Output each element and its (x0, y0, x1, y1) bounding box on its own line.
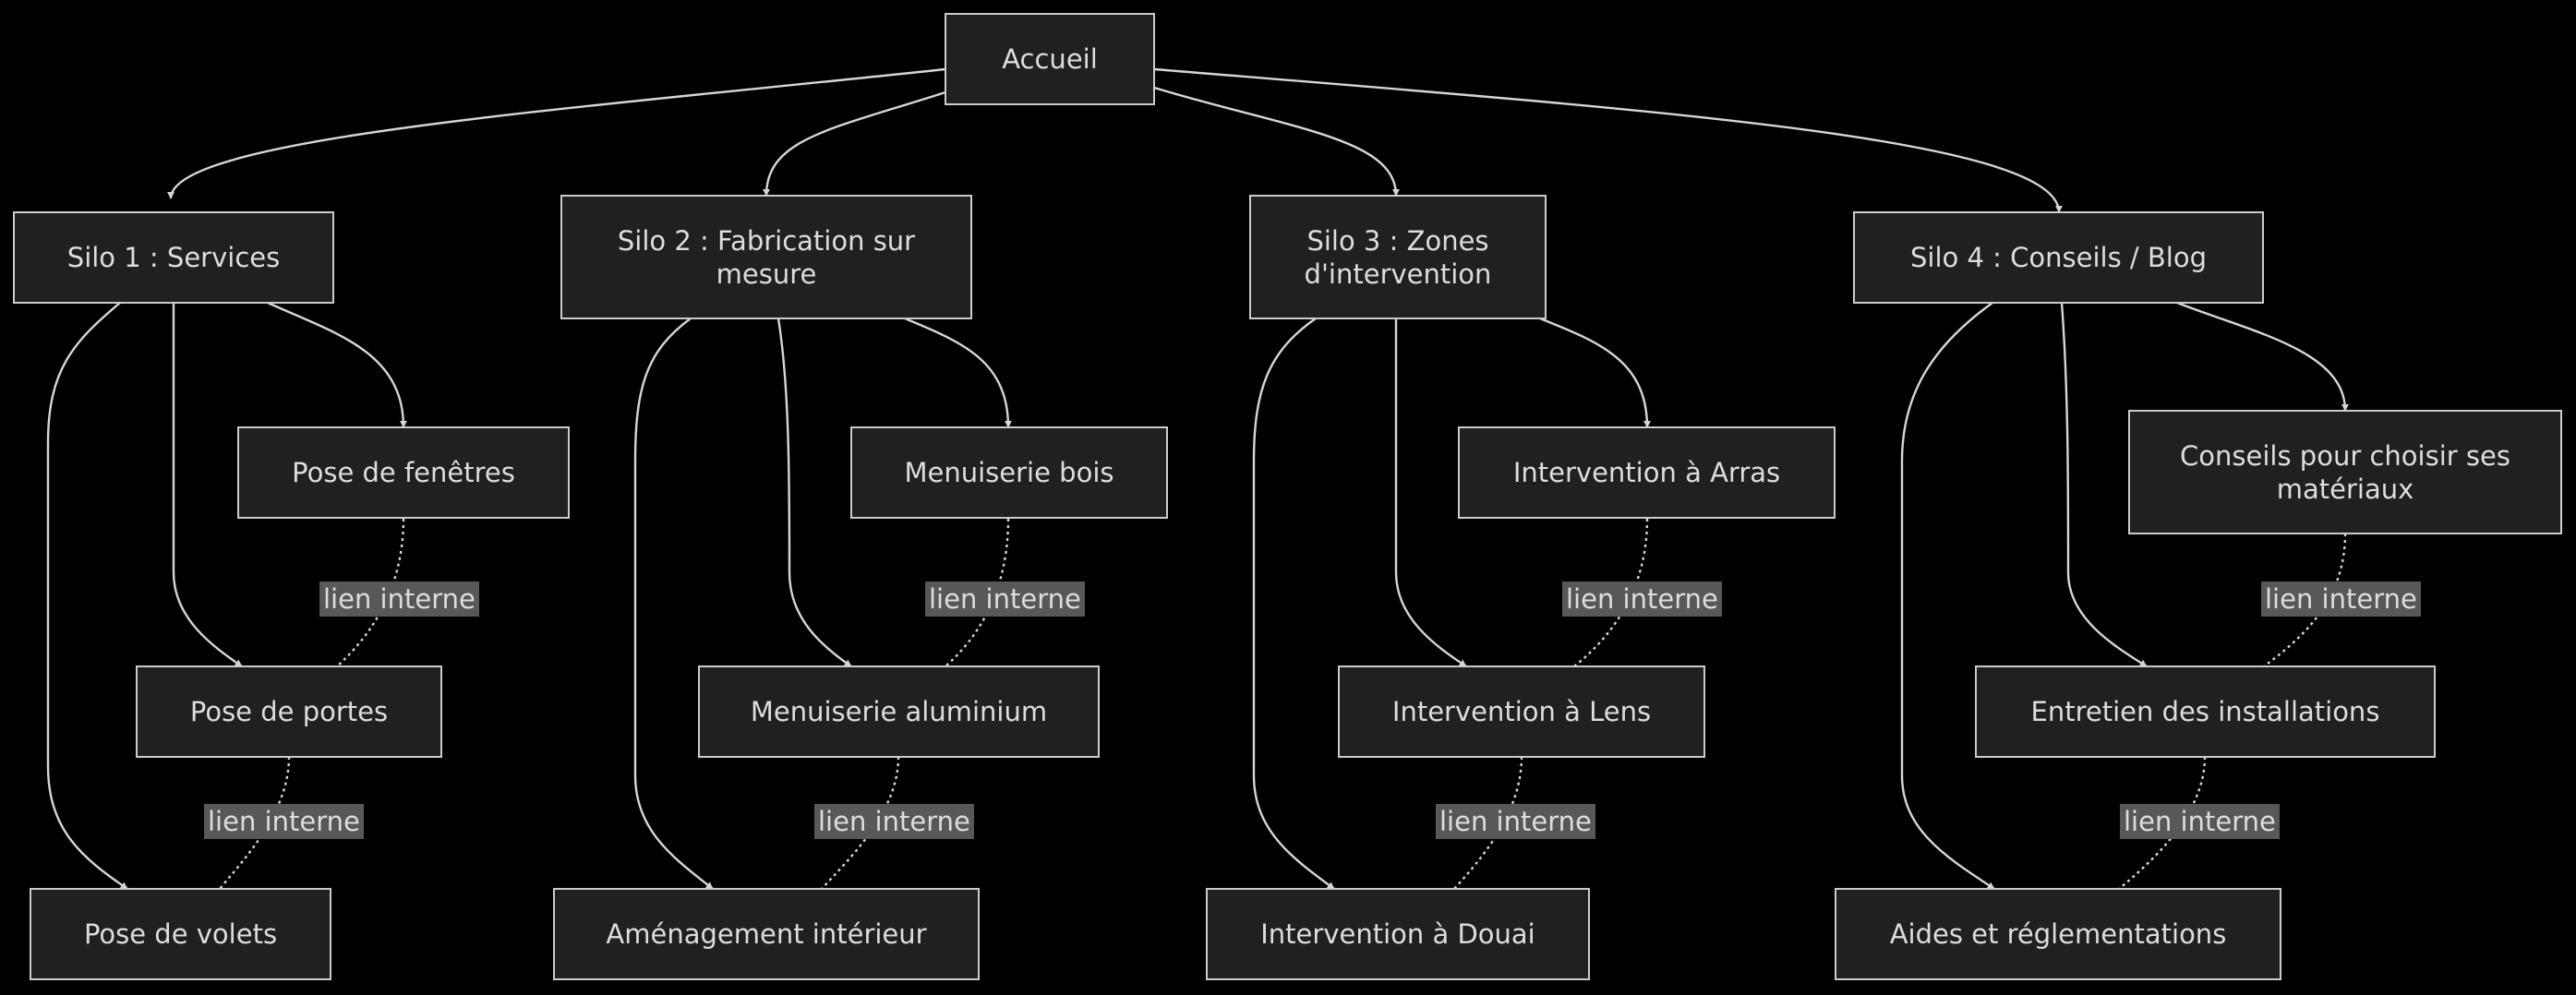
edge-label-portes-volets: lien interne (204, 804, 364, 839)
edge-silo4-entretien (2060, 302, 2148, 668)
node-entretien-installations: Entretien des installations (2030, 696, 2380, 727)
edge-label-entretien-aides: lien interne (2120, 804, 2280, 839)
edge-label-arras-lens: lien interne (1562, 581, 1722, 617)
edge-accueil-silo1 (167, 67, 946, 199)
node-silo1: Silo 1 : Services (66, 242, 281, 273)
node-fenetres-box (237, 426, 570, 519)
node-intervention-douai: Intervention à Douai (1260, 918, 1535, 950)
edge-silo3-arras (1539, 317, 1651, 428)
node-pose-fenetres: Pose de fenêtres (292, 457, 515, 488)
edge-silo4-aides (1900, 302, 1995, 891)
edge-silo2-bois (904, 317, 1012, 428)
edge-silo1-fenetres (267, 301, 407, 428)
node-intervention-arras: Intervention à Arras (1512, 457, 1781, 488)
node-entretien-box (1975, 665, 2436, 758)
node-pose-volets: Pose de volets (83, 918, 278, 950)
edge-silo2-alu (776, 318, 852, 667)
edge-silo4-materiaux (2176, 301, 2349, 412)
node-arras-box (1458, 426, 1836, 519)
node-silo2-box (560, 195, 972, 319)
node-silo2: Silo 2 : Fabrication sur mesure (617, 224, 916, 290)
node-intervention-lens: Intervention à Lens (1391, 696, 1652, 727)
node-portes-box (136, 665, 442, 758)
edge-entretien-aides (2118, 756, 2207, 890)
node-aides-reglementations: Aides et réglementations (1889, 918, 2227, 950)
edge-silo3-douai (1252, 318, 1335, 890)
node-silo1-box (13, 211, 334, 304)
node-accueil: Accueil (1002, 43, 1098, 75)
node-alu-box (698, 665, 1100, 758)
edge-silo1-volets (46, 302, 128, 890)
node-volets-box (30, 888, 331, 980)
node-douai-box (1206, 888, 1590, 980)
node-menuiserie-bois: Menuiserie bois (904, 457, 1114, 488)
edge-accueil-silo3 (1153, 86, 1400, 197)
node-silo3: Silo 3 : Zones d'intervention (1304, 224, 1492, 290)
edge-label-materiaux-entretien: lien interne (2261, 581, 2421, 617)
node-accueil-box (945, 13, 1155, 105)
node-bois-box (850, 426, 1168, 519)
edge-label-fenetres-portes: lien interne (319, 581, 479, 617)
node-silo3-box (1249, 195, 1547, 319)
edge-label-lens-douai: lien interne (1436, 804, 1595, 839)
edge-label-bois-alu: lien interne (925, 581, 1085, 617)
edge-label-alu-amenagement: lien interne (814, 804, 974, 839)
node-menuiserie-aluminium: Menuiserie aluminium (750, 696, 1048, 727)
node-silo4-box (1853, 211, 2264, 304)
node-aides-box (1835, 888, 2281, 980)
edge-accueil-silo2 (763, 90, 946, 197)
edge-silo2-amenagement (633, 318, 714, 890)
edge-portes-volets (219, 756, 291, 890)
edge-silo1-portes (172, 303, 243, 667)
node-pose-portes: Pose de portes (189, 696, 389, 727)
node-lens-box (1338, 665, 1705, 758)
node-conseils-materiaux: Conseils pour choisir ses matériaux (2180, 439, 2510, 505)
node-materiaux-box (2128, 410, 2562, 534)
edge-alu-amenagement (821, 756, 900, 890)
node-amenagement-interieur: Aménagement intérieur (606, 918, 927, 950)
node-amenagement-box (553, 888, 980, 980)
node-silo4: Silo 4 : Conseils / Blog (1910, 242, 2207, 273)
edge-accueil-silo4 (1153, 67, 2063, 213)
edge-silo3-lens (1394, 318, 1467, 667)
